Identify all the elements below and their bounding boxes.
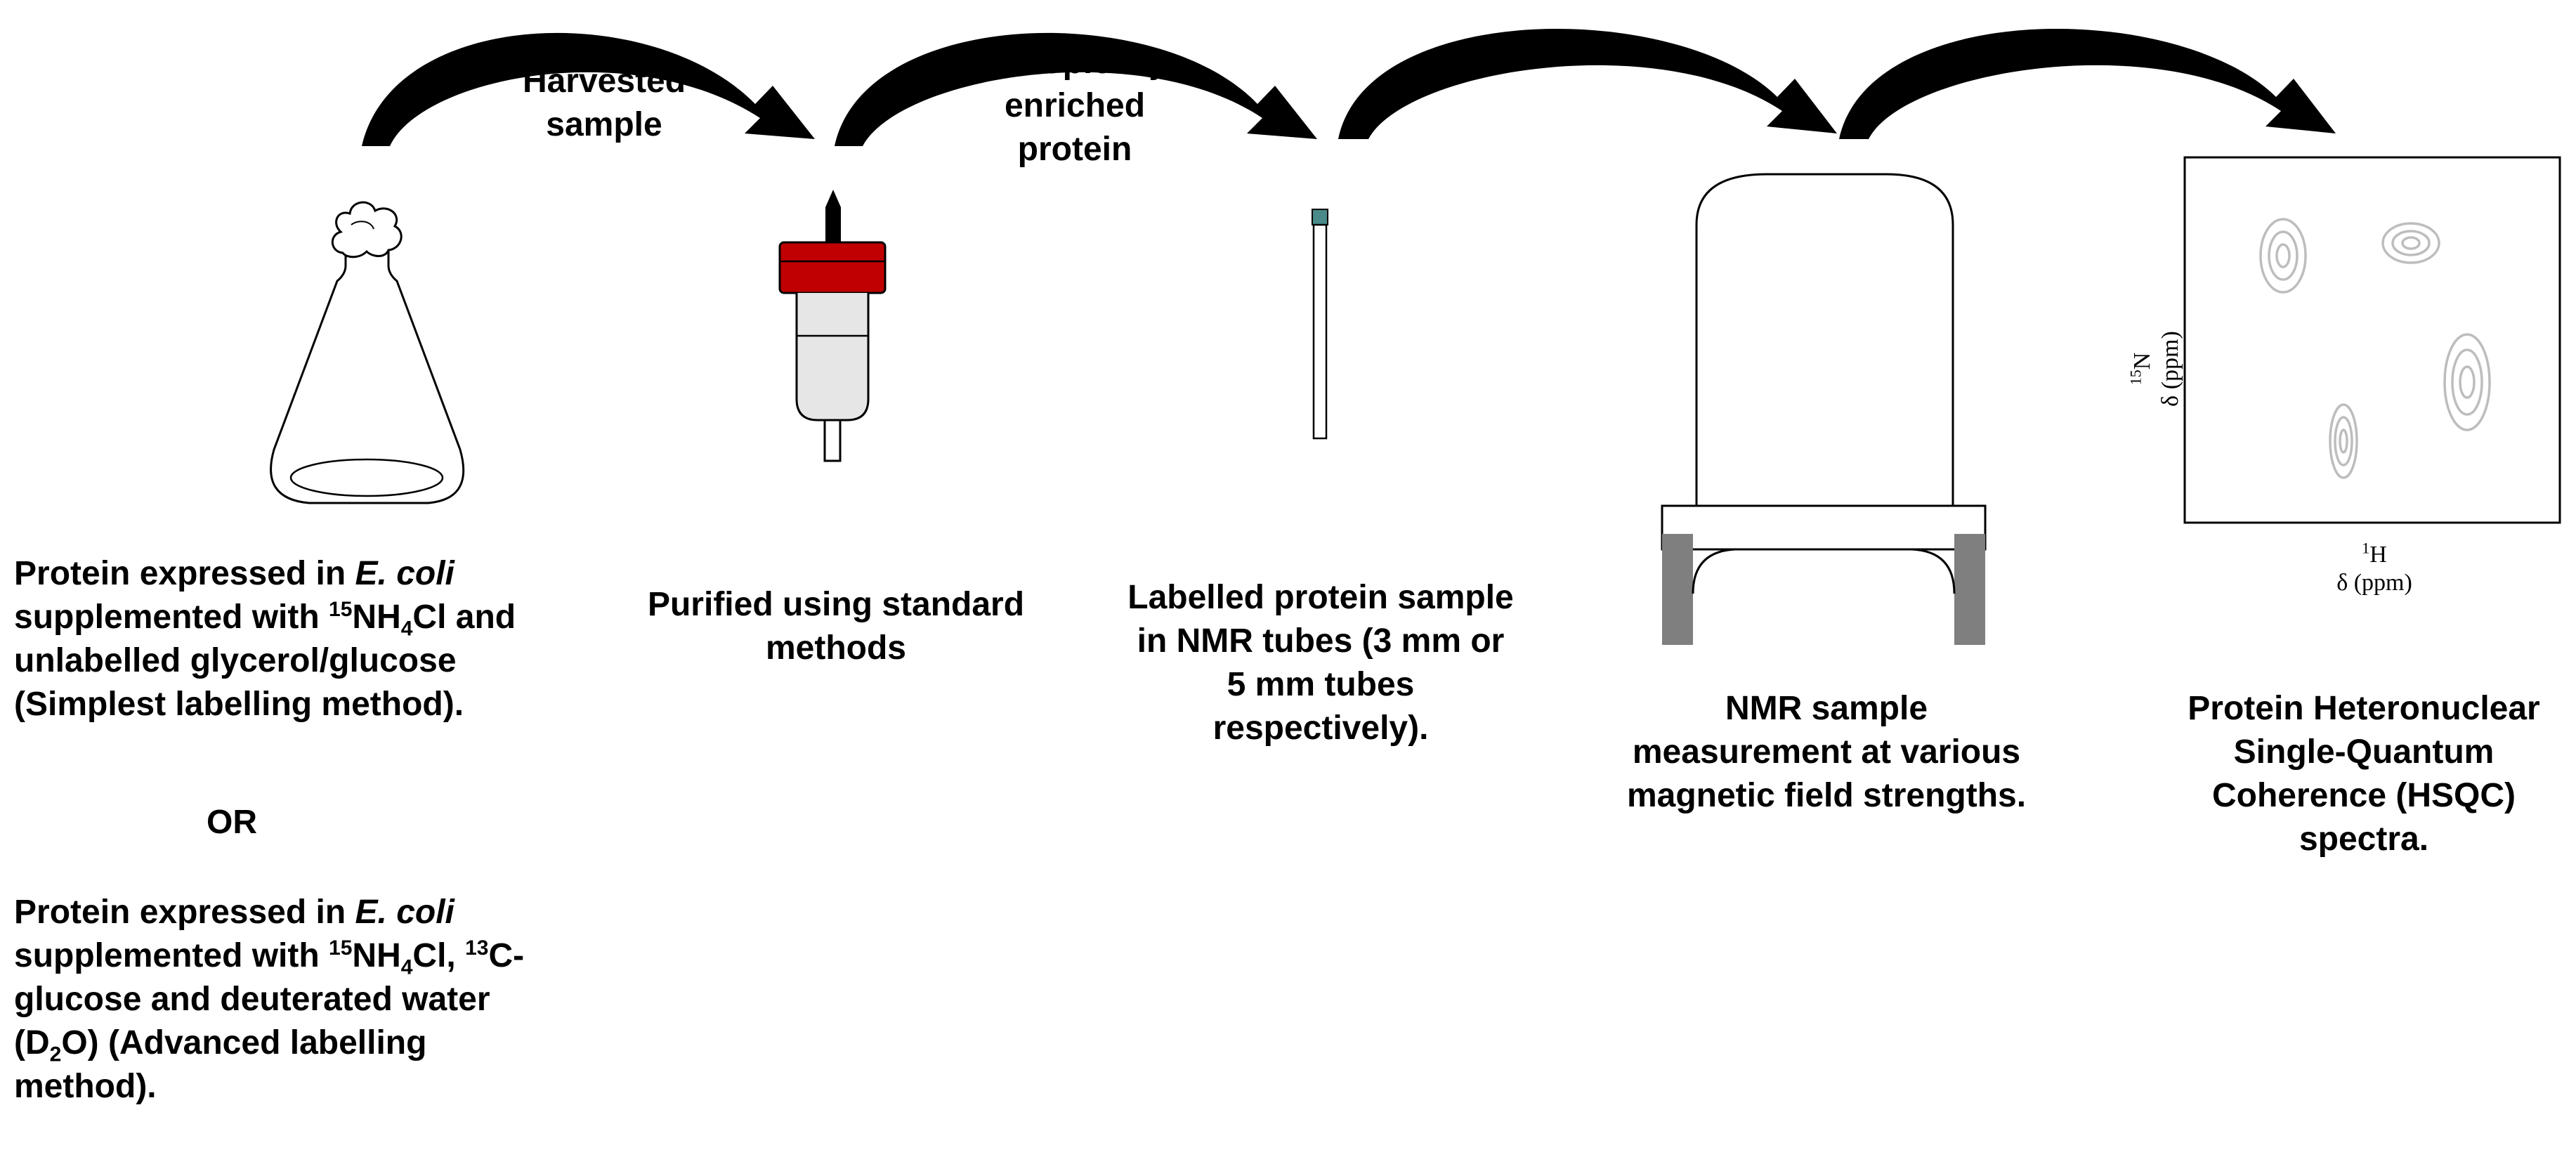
arrow-label-line: protein xyxy=(1017,131,1132,168)
caption-line: methods xyxy=(765,629,906,667)
curved-arrow-2 xyxy=(835,32,1317,146)
caption-line: (Simplest labelling method). xyxy=(14,686,464,723)
caption-line: supplemented with 15NH4Cl, 13C- xyxy=(14,936,525,979)
step-spectra-caption: Protein Heteronuclear Single-Quantum Coh… xyxy=(2157,687,2571,861)
hsqc-x-axis-label: 1H δ (ppm) xyxy=(2290,539,2459,597)
hsqc-peak-3 xyxy=(2443,333,2491,431)
hsqc-y-axis-label: 15N δ (ppm) xyxy=(2126,285,2185,453)
hsqc-peak-2 xyxy=(2381,222,2440,264)
x-axis-unit: δ (ppm) xyxy=(2336,570,2412,596)
arrow-label-harvested-sample: Harvested sample xyxy=(464,60,745,147)
caption-line: magnetic field strengths. xyxy=(1626,777,2027,814)
hsqc-peak-4 xyxy=(2329,403,2358,479)
step-measurement-caption: NMR sample measurement at various magnet… xyxy=(1595,687,2058,818)
y-axis-unit: δ (ppm) xyxy=(2157,331,2183,407)
caption-line: Single-Quantum xyxy=(2233,733,2495,771)
caption-line: in NMR tubes (3 mm or xyxy=(1137,622,1505,660)
hsqc-plot xyxy=(2183,156,2561,524)
caption-line: method). xyxy=(14,1068,157,1105)
caption-line: (D2O) (Advanced labelling xyxy=(14,1024,427,1066)
caption-line: NMR sample xyxy=(1725,690,1928,727)
y-axis-nucleus: 15N xyxy=(2126,352,2155,386)
arrow-label-isotopically-enriched-protein: Isotopically enriched protein xyxy=(934,41,1215,171)
caption-line: Protein Heteronuclear xyxy=(2188,690,2540,727)
nmr-magnet-icon xyxy=(1661,173,1987,645)
caption-line: spectra. xyxy=(2299,821,2429,858)
curved-arrow-4 xyxy=(1839,28,2336,139)
curved-arrow-3 xyxy=(1338,28,1837,139)
caption-line: measurement at various xyxy=(1632,733,2021,771)
caption-line: Protein expressed in E. coli xyxy=(14,555,455,592)
step-expression-advanced-caption: Protein expressed in E. coli supplemente… xyxy=(14,891,604,1109)
caption-line: supplemented with 15NH4Cl and xyxy=(14,598,516,641)
caption-line: respectively). xyxy=(1212,710,1429,747)
caption-line: Coherence (HSQC) xyxy=(2211,777,2516,814)
nmr-tube-icon xyxy=(1312,209,1328,440)
caption-line: Purified using standard xyxy=(647,586,1025,623)
hsqc-peak-1 xyxy=(2259,218,2307,294)
arrow-label-line: Isotopically xyxy=(981,44,1168,81)
or-separator: OR xyxy=(207,804,257,841)
x-axis-nucleus: 1H xyxy=(2362,539,2387,568)
caption-line: Labelled protein sample xyxy=(1127,579,1514,616)
arrow-label-line: enriched xyxy=(1004,87,1146,124)
caption-line: glucose and deuterated water xyxy=(14,981,490,1018)
caption-line: unlabelled glycerol/glucose xyxy=(14,642,457,679)
erlenmeyer-flask-icon xyxy=(270,201,465,504)
caption-line: Protein expressed in E. coli xyxy=(14,894,455,931)
syringe-filter-icon xyxy=(778,190,887,462)
caption-line: 5 mm tubes xyxy=(1227,666,1415,703)
arrow-label-line: Harvested xyxy=(522,63,686,100)
arrow-label-line: sample xyxy=(546,106,662,143)
cotton-plug-icon xyxy=(331,201,403,259)
curved-arrow-1 xyxy=(362,32,815,146)
step-expression-simple-caption: Protein expressed in E. coli supplemente… xyxy=(14,552,604,726)
step-tubes-caption: Labelled protein sample in NMR tubes (3 … xyxy=(1096,576,1545,750)
step-purification-caption: Purified using standard methods xyxy=(618,583,1054,670)
